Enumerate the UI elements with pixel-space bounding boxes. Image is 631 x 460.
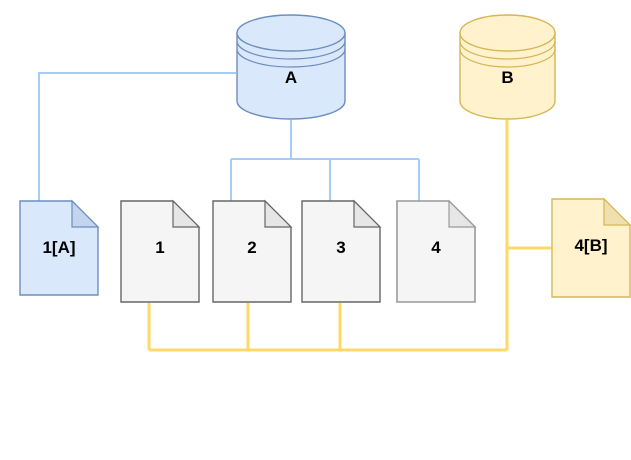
cylinder-ring-1 (236, 40, 346, 60)
cylinder-ring-2 (459, 48, 556, 68)
document-fold (603, 197, 631, 226)
document-4[interactable]: 4 (396, 199, 477, 303)
cylinder-ring-1 (459, 40, 556, 60)
cylinder-body (459, 32, 556, 120)
document-fold (353, 199, 382, 228)
cylinder-body (236, 32, 346, 120)
datastore-b[interactable]: B (459, 14, 556, 120)
cylinder-top-ellipse (236, 14, 346, 52)
cylinder-ring-2 (236, 48, 346, 68)
document-fold (172, 199, 201, 228)
document-1[interactable]: 1 (120, 199, 201, 303)
document-2[interactable]: 2 (212, 199, 293, 303)
cylinder-top-ellipse (459, 14, 556, 52)
datastore-a[interactable]: A (236, 14, 346, 120)
edge-a-to-doc-1a (38, 72, 236, 201)
document-3[interactable]: 3 (301, 199, 382, 303)
document-fold (448, 199, 477, 228)
document-1a[interactable]: 1[A] (19, 199, 100, 296)
document-fold (264, 199, 293, 228)
document-4b[interactable]: 4[B] (551, 197, 631, 298)
document-fold (71, 199, 100, 228)
